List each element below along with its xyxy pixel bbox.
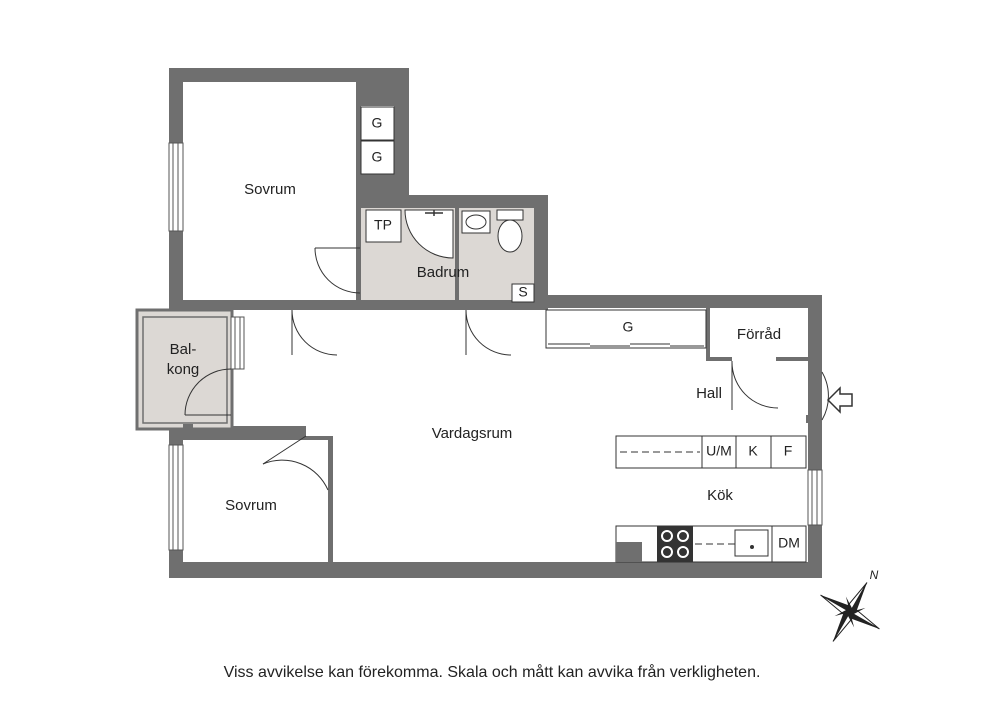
balcony-rail: [142, 316, 228, 424]
room-label-badrum: Badrum: [417, 264, 470, 281]
kitchen-tap-icon: [750, 545, 754, 549]
room-label-forrad: Förråd: [737, 326, 781, 343]
compass-north-label: N: [870, 568, 879, 582]
s-cabinet: [511, 283, 535, 303]
toilet-tank-icon: [496, 209, 524, 221]
entrance-arrow-icon: [826, 386, 853, 414]
room-label-hall: Hall: [696, 385, 722, 402]
wardrobes-bedroom: [360, 106, 395, 175]
doors: [184, 247, 829, 491]
dm-label: DM: [778, 535, 800, 551]
interior-walls: [183, 82, 822, 562]
stove-icon: [657, 526, 693, 562]
shower-tap-icon: [425, 210, 443, 216]
sink-basin-icon: [465, 214, 487, 230]
room-label-sovrum-bottom: Sovrum: [225, 497, 277, 514]
room-label-balkong-1: Bal-: [170, 341, 197, 358]
tp-cabinet: [365, 209, 402, 243]
stove-burners-icon: [661, 530, 689, 558]
hall-wardrobe: [545, 309, 707, 349]
toilet-bowl-icon: [497, 219, 523, 253]
tp-label: TP: [374, 217, 392, 233]
room-label-kok: Kök: [707, 487, 733, 504]
room-floors: [183, 82, 808, 562]
kitchen-pillar: [616, 542, 642, 562]
f-label: F: [784, 443, 793, 459]
shower-icon: [404, 209, 454, 259]
room-label-sovrum-top: Sovrum: [244, 181, 296, 198]
s-label: S: [518, 284, 527, 300]
hall-wardrobe-label: G: [623, 319, 634, 335]
wardrobe-2-label: G: [372, 149, 383, 165]
room-label-vardagsrum: Vardagsrum: [432, 425, 513, 442]
windows: [168, 142, 823, 551]
dm-cabinet: [771, 525, 807, 563]
wardrobe-1-label: G: [372, 115, 383, 131]
room-label-balkong-2: kong: [167, 361, 200, 378]
um-label: U/M: [706, 443, 732, 459]
hall-wardrobe-doors: [548, 343, 704, 347]
kitchen-sink-icon: [734, 529, 769, 557]
compass-rose-icon: [820, 582, 880, 642]
disclaimer-text: Viss avvikelse kan förekomma. Skala och …: [224, 663, 761, 681]
k-label: K: [748, 443, 758, 459]
